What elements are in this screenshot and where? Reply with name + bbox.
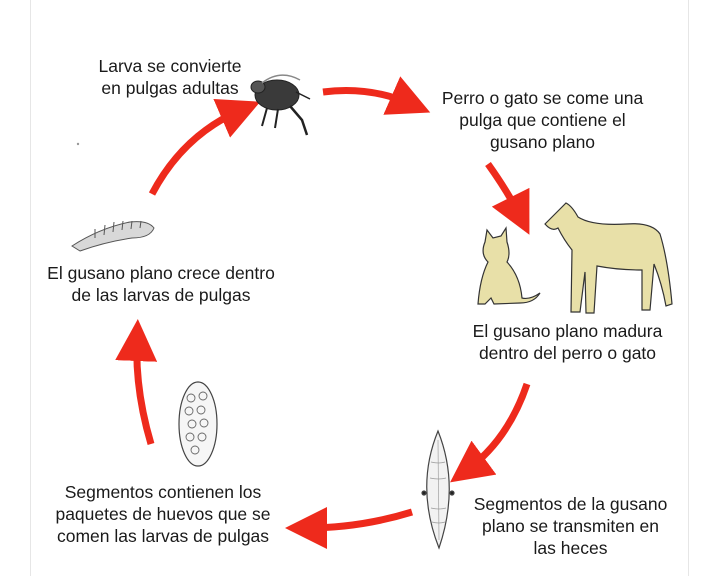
arrow-to-adult-flea: [148, 99, 261, 196]
label-worm-grows-in-larva: El gusano plano crece dentro de las larv…: [47, 263, 275, 305]
cat-icon: [477, 226, 541, 305]
label-segments-in-feces: Segmentos de la gusano plano se transmit…: [473, 494, 668, 558]
egg-packet-icon: [178, 381, 218, 467]
adult-flea-icon: [250, 74, 311, 136]
flea-larva-icon: [71, 142, 155, 252]
arrow-to-egg-packets: [285, 506, 414, 549]
label-worm-matures: El gusano plano madura dentro del perro …: [472, 321, 663, 363]
arrow-to-segments: [450, 382, 531, 483]
label-egg-packets: Segmentos contienen los paquetes de huev…: [55, 482, 271, 546]
label-animal-eats-flea: Perro o gato se come una pulga que conti…: [441, 88, 644, 152]
arrow-to-cat-and-dog: [322, 76, 431, 115]
frame-left-border: [30, 0, 31, 576]
arrow-to-flea-larva: [115, 319, 158, 445]
label-larva-to-adult: Larva se convierte en pulgas adultas: [98, 56, 242, 98]
worm-segment-icon: [421, 429, 455, 550]
frame-right-border: [688, 0, 689, 576]
arrow-to-animals: [485, 161, 530, 235]
dog-icon: [544, 202, 673, 314]
